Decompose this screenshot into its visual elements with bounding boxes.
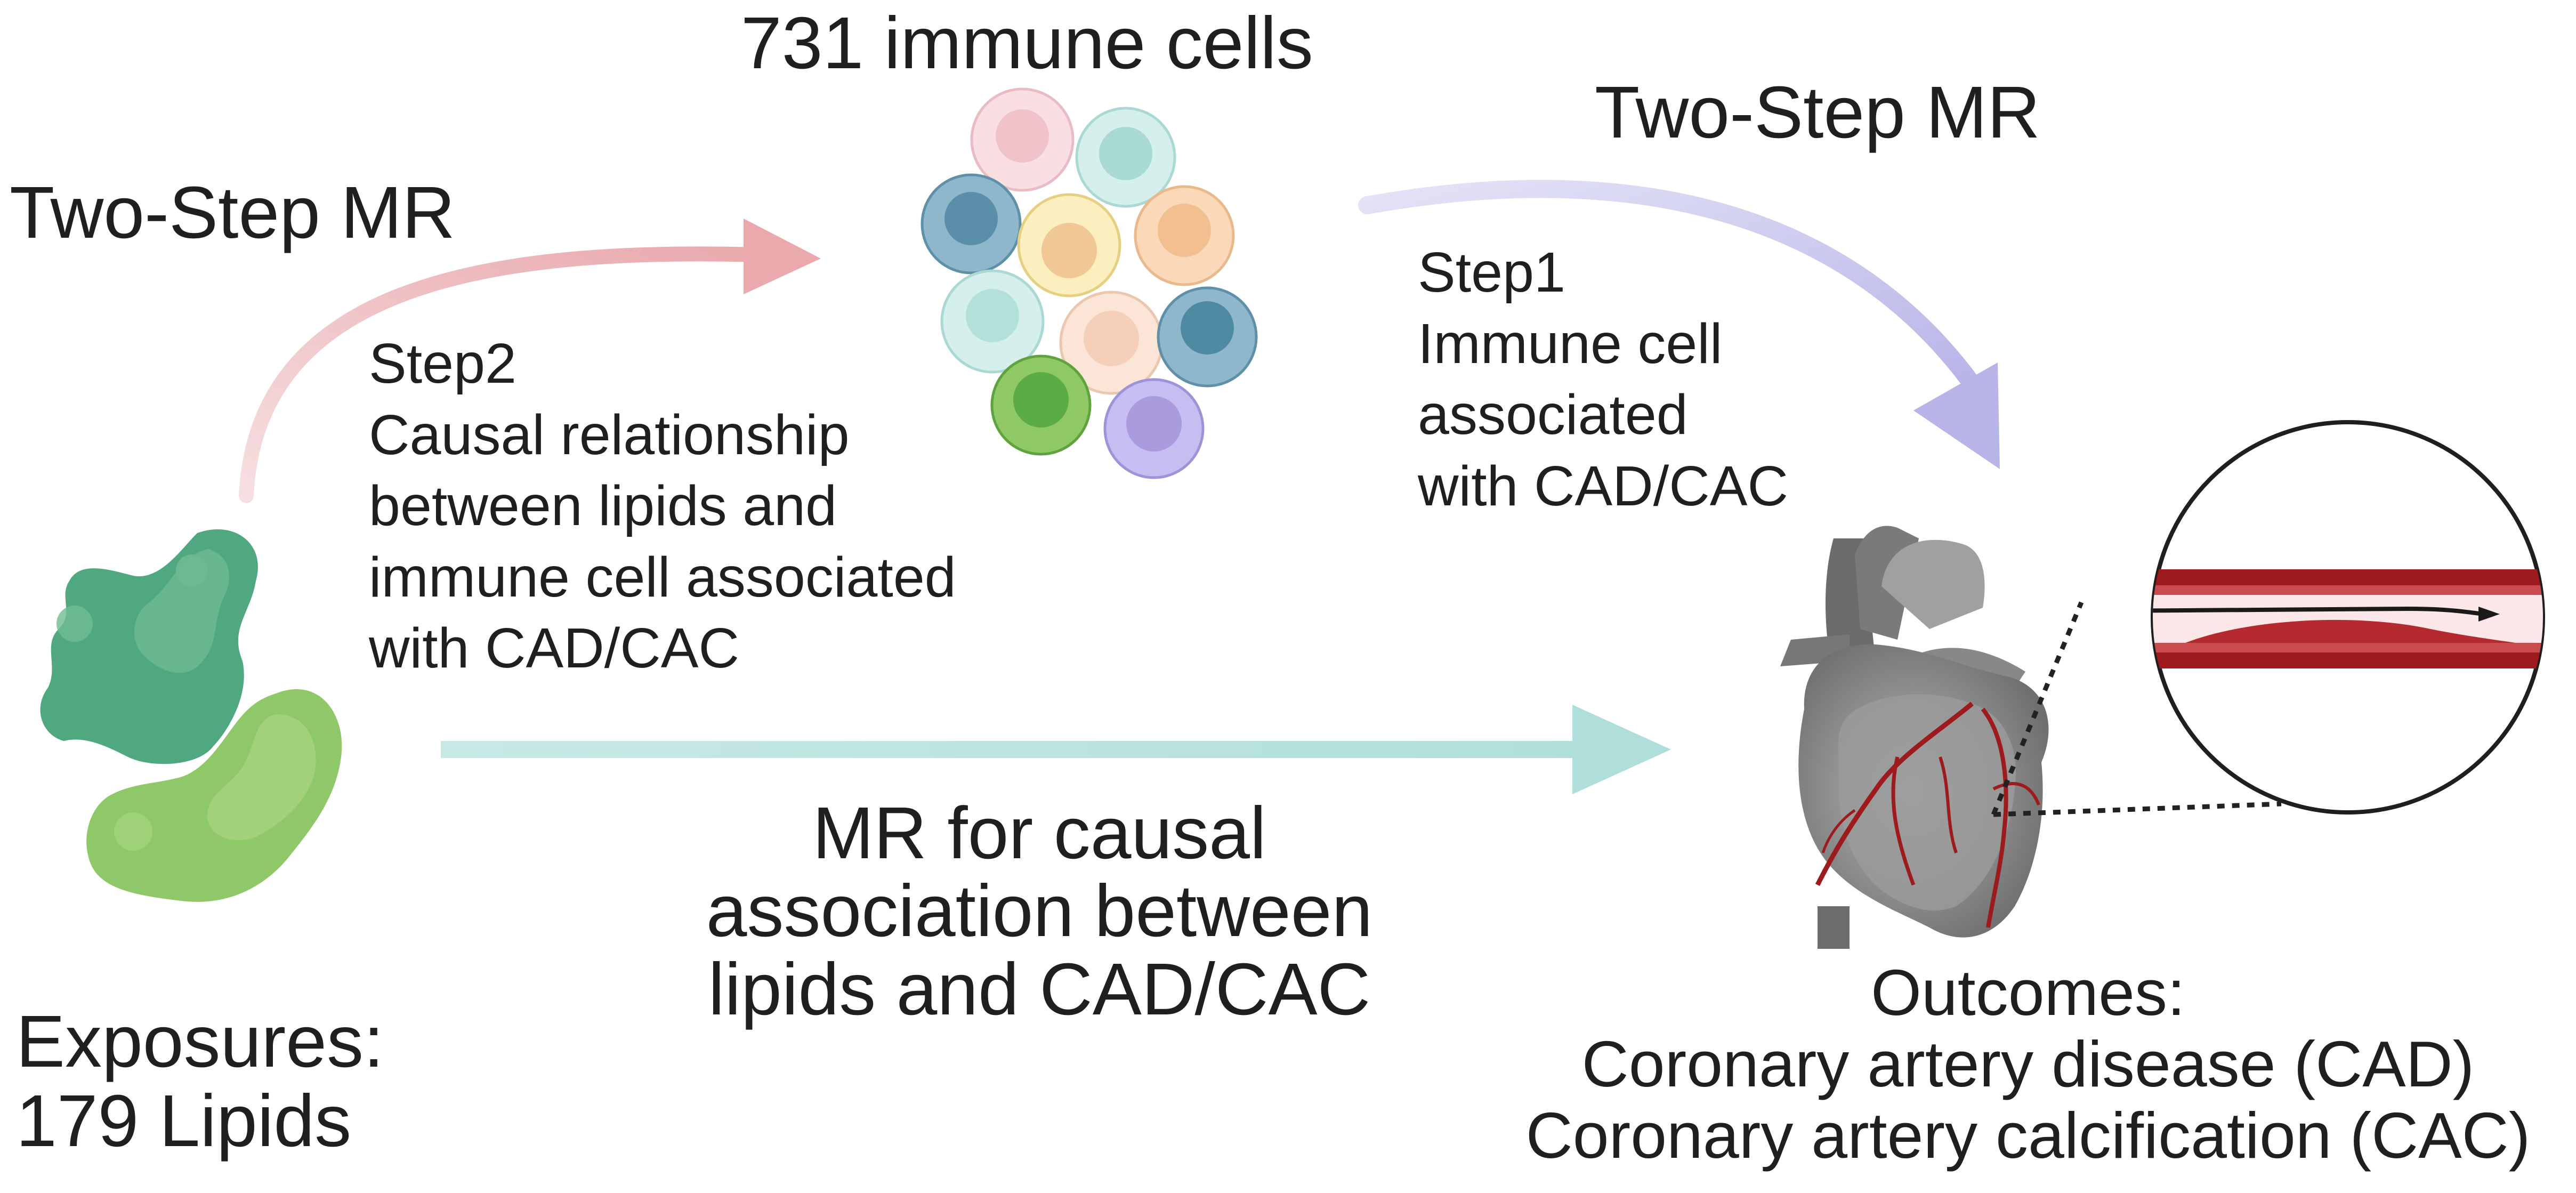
zoom-connector-lines (1991, 601, 2282, 817)
step2-line: Causal relationship (369, 403, 850, 466)
outcomes-line: Coronary artery calcification (CAC) (1525, 1099, 2531, 1172)
step1-arrow (1358, 180, 2000, 469)
outcomes-line: Coronary artery disease (CAD) (1581, 1028, 2475, 1101)
mr-direct-line: lipids and CAD/CAC (708, 948, 1371, 1030)
step1-line: with CAD/CAC (1418, 454, 1789, 518)
step1-line: associated (1418, 383, 1688, 447)
artery-cross-section-icon (2151, 420, 2545, 815)
outcomes-text: Outcomes: Coronary artery disease (CAD) … (1484, 957, 2572, 1172)
step2-text: Step2 Causal relationship between lipids… (369, 328, 956, 684)
step2-line: Step2 (369, 332, 517, 395)
exposures-line: 179 Lipids (16, 1080, 352, 1163)
exposures-text: Exposures: 179 Lipids (16, 1002, 384, 1161)
exposures-line: Exposures: (16, 1001, 384, 1083)
step2-line: immune cell associated (369, 545, 956, 609)
lipid-droplets-icon (40, 529, 342, 902)
two-step-mr-left-label: Two-Step MR (10, 172, 455, 254)
mr-direct-text: MR for causal association between lipids… (693, 794, 1386, 1028)
step1-text: Step1 Immune cell associated with CAD/CA… (1418, 237, 1788, 522)
step2-line: between lipids and (369, 474, 837, 538)
step2-line: with CAD/CAC (369, 617, 740, 680)
heart-icon (1780, 526, 2049, 949)
outcomes-line: Outcomes: (1871, 956, 2185, 1029)
immune-cells-title: 731 immune cells (741, 2, 1313, 84)
immune-cells-icon (920, 87, 1258, 479)
direct-arrow (441, 705, 1671, 794)
step2-arrow (239, 219, 821, 503)
step1-line: Immune cell (1418, 312, 1723, 375)
two-step-mr-right-label: Two-Step MR (1595, 71, 2040, 154)
mr-direct-line: MR for causal (812, 792, 1266, 874)
step1-line: Step1 (1418, 241, 1566, 304)
mr-direct-line: association between (706, 870, 1373, 953)
